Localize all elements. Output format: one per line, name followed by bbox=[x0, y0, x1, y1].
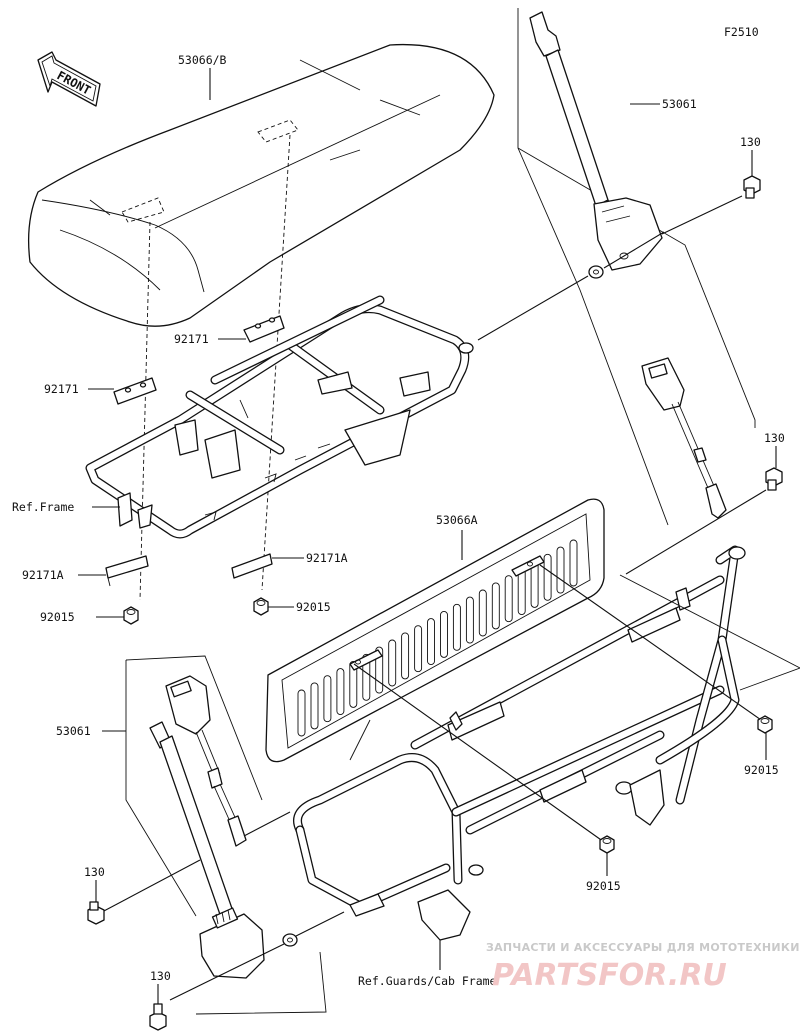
guards-cab-frame bbox=[293, 545, 746, 941]
seat-back-slot bbox=[310, 682, 319, 730]
nut-92015-left-icon bbox=[123, 606, 139, 625]
bracket-92171a-right bbox=[231, 553, 273, 579]
nut-92015-right-icon bbox=[757, 715, 773, 734]
label-nut-a: 92015 bbox=[40, 610, 75, 624]
front-arrow-icon: FRONT bbox=[37, 51, 101, 107]
label-nut-d: 92015 bbox=[586, 879, 621, 893]
figure-code: F2510 bbox=[724, 25, 759, 39]
seat-back-slot bbox=[452, 603, 461, 651]
label-bolt-left-1: 130 bbox=[84, 865, 105, 879]
axis-right-buckle-mount bbox=[625, 489, 767, 575]
bracket-92171-left bbox=[113, 377, 157, 405]
label-ref-frame: Ref.Frame bbox=[12, 500, 74, 514]
label-bracket-d: 92171A bbox=[306, 551, 348, 565]
seat-belt-buckle-right bbox=[641, 357, 727, 519]
seat-back-slot bbox=[504, 575, 513, 623]
bolt-130-right-upper-icon bbox=[743, 175, 761, 199]
axis-cushion-left bbox=[139, 221, 151, 601]
label-bracket-c: 92171A bbox=[22, 568, 64, 582]
axis-lower-belt-retractor-mount bbox=[169, 943, 285, 1001]
seat-back-slot bbox=[543, 553, 552, 601]
washer-upper-icon bbox=[588, 265, 604, 279]
bolt-130-left-lower-icon bbox=[149, 1003, 167, 1031]
seat-back-slot bbox=[465, 596, 474, 644]
label-seat-cushion: 53066/B bbox=[178, 53, 227, 67]
belt-group-bracket-lower bbox=[125, 660, 197, 917]
seat-back-slot bbox=[336, 668, 345, 716]
seat-back-slot bbox=[478, 589, 487, 637]
label-seat-back: 53066A bbox=[436, 513, 478, 527]
axis-lower-nut bbox=[353, 663, 605, 843]
seat-back-slot bbox=[556, 546, 565, 594]
seat-back-slot bbox=[297, 689, 306, 737]
bolt-130-left-upper-icon bbox=[87, 901, 105, 925]
axis-upper-belt-mount bbox=[477, 275, 589, 341]
label-bolt-right-1: 130 bbox=[740, 135, 761, 149]
label-belt-left-lower: 53061 bbox=[56, 724, 91, 738]
seat-belt-upper bbox=[529, 11, 663, 271]
bracket-92171a-left bbox=[105, 555, 149, 579]
seat-back-slot bbox=[349, 660, 358, 708]
seat-cushion bbox=[28, 43, 495, 327]
washer-lower-icon bbox=[282, 933, 298, 947]
seat-belt-lower bbox=[149, 675, 265, 979]
ref-guards-outline bbox=[619, 574, 800, 669]
seat-back-slot bbox=[375, 646, 384, 694]
label-nut-b: 92015 bbox=[296, 600, 331, 614]
nut-92015-center-icon bbox=[253, 597, 269, 616]
label-bolt-left-2: 130 bbox=[150, 969, 171, 983]
seat-back-slot bbox=[569, 539, 578, 587]
seat-back bbox=[265, 498, 605, 763]
seat-back-slot bbox=[401, 632, 410, 680]
label-bracket-a: 92171 bbox=[174, 332, 209, 346]
seat-back-slot bbox=[414, 625, 423, 673]
watermark-brand: PARTSFOR.RU bbox=[492, 958, 727, 993]
label-bolt-right-2: 130 bbox=[764, 431, 785, 445]
seat-back-slot bbox=[427, 618, 435, 666]
bracket-92171-upper bbox=[243, 315, 285, 343]
nut-92015-lower-icon bbox=[599, 835, 615, 854]
seat-frame bbox=[85, 295, 474, 539]
seat-back-slot bbox=[362, 653, 371, 701]
watermark-tagline: ЗАПЧАСТИ И АКСЕССУАРЫ ДЛЯ МОТОТЕХНИКИ bbox=[486, 941, 800, 954]
label-ref-guards: Ref.Guards/Cab Frame bbox=[358, 974, 497, 988]
seat-back-slot bbox=[388, 639, 397, 687]
bolt-130-right-lower-icon bbox=[765, 467, 783, 491]
axis-lower-belt-upper-mount bbox=[101, 859, 201, 913]
seat-back-slot bbox=[440, 610, 448, 658]
label-bracket-b: 92171 bbox=[44, 382, 79, 396]
seat-back-slot bbox=[491, 582, 500, 630]
label-nut-c: 92015 bbox=[744, 763, 779, 777]
belt-group-bracket-upper bbox=[517, 8, 756, 428]
axis-right-nut bbox=[539, 564, 765, 723]
label-belt-right-upper: 53061 bbox=[662, 97, 697, 111]
seat-back-slots bbox=[297, 539, 578, 737]
seat-back-slot bbox=[323, 675, 332, 723]
